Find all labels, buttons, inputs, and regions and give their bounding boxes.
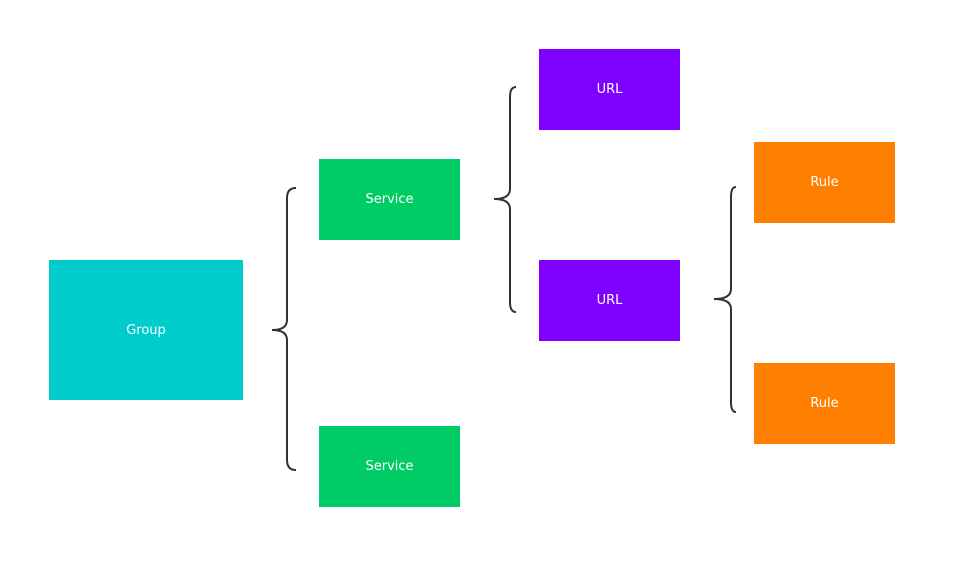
- service-node-label: Service: [365, 459, 414, 474]
- brace-group-to-services: [271, 187, 297, 471]
- group-node-label: Group: [126, 322, 166, 338]
- url-node-label: URL: [596, 82, 623, 97]
- rule-node-label: Rule: [810, 175, 839, 190]
- service-node-label: Service: [365, 192, 414, 207]
- url-node-label: URL: [596, 293, 623, 308]
- rule-node: Rule: [754, 363, 895, 444]
- group-node: Group: [49, 260, 243, 400]
- service-node: Service: [319, 426, 460, 507]
- brace-service-to-urls: [493, 86, 517, 313]
- rule-node-label: Rule: [810, 396, 839, 411]
- url-node: URL: [539, 49, 680, 130]
- brace-url-to-rules: [713, 186, 737, 413]
- url-node: URL: [539, 260, 680, 341]
- service-node: Service: [319, 159, 460, 240]
- rule-node: Rule: [754, 142, 895, 223]
